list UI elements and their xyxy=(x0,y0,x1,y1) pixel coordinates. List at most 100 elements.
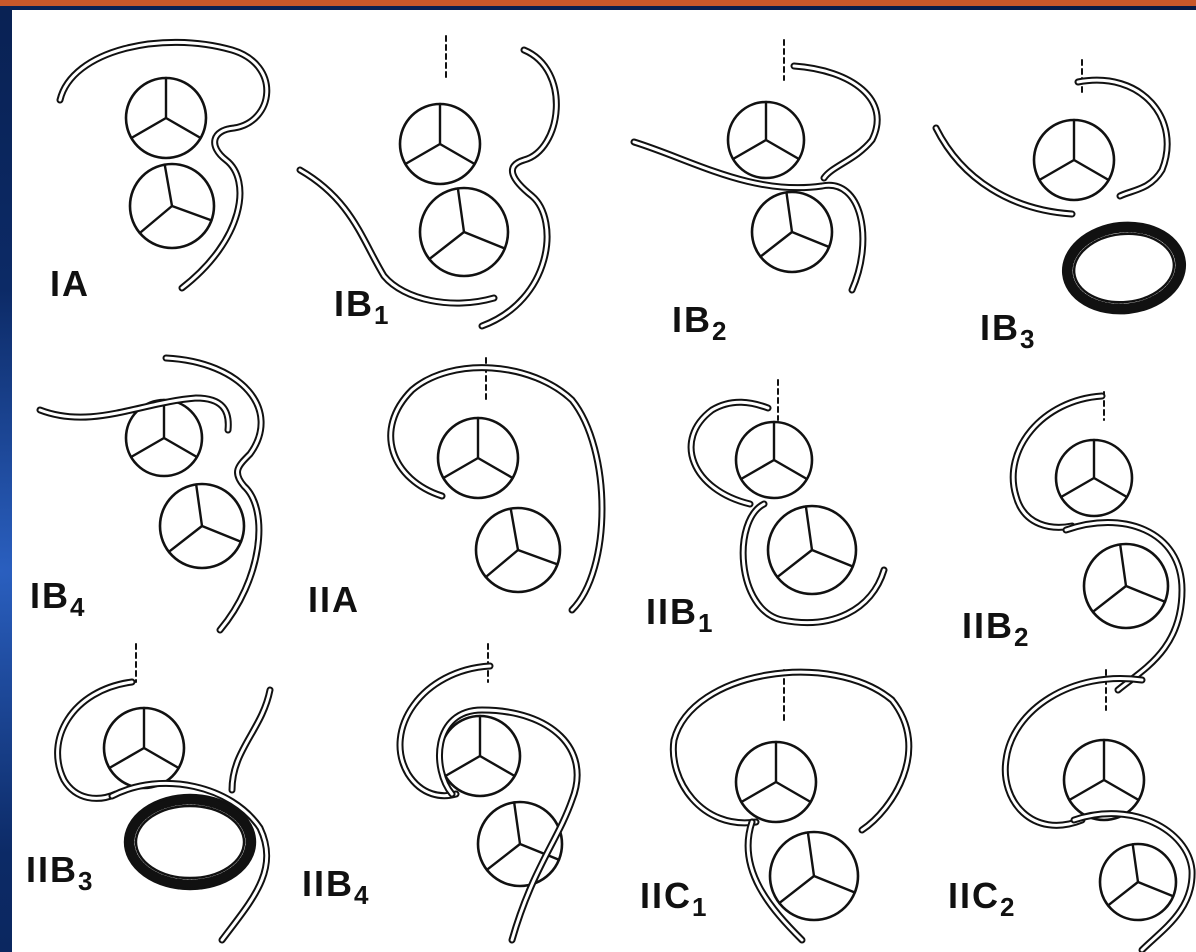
figure-IIB1 xyxy=(691,380,884,623)
iib3-upper-commissure-1 xyxy=(144,748,179,768)
iic1-lower-commissure-2 xyxy=(779,876,814,903)
label-IA: IA xyxy=(50,266,90,308)
iib1-lower-commissure-2 xyxy=(777,550,812,577)
ib2-upper-commissure-1 xyxy=(766,140,799,159)
ib4-lower-commissure-0 xyxy=(196,484,202,526)
iic2-lower-commissure-0 xyxy=(1133,844,1138,882)
ib2-lower-commissure-2 xyxy=(760,232,792,257)
iib3-ring-inner xyxy=(136,806,244,878)
iia-upper-commissure-1 xyxy=(478,458,513,478)
iic2-upper-commissure-1 xyxy=(1104,780,1139,800)
iib4-lower-commissure-2 xyxy=(487,844,520,870)
ia-upper-commissure-1 xyxy=(166,118,201,138)
label-IB3: IB3 xyxy=(980,310,1036,352)
iib1-sheath-b-inner xyxy=(743,504,884,623)
ib2-sheath-a-inner xyxy=(794,66,877,178)
iic2-sheath-a-inner xyxy=(1005,678,1142,825)
ib1-sheath-b-inner xyxy=(300,170,494,303)
iib2-sheath-b-outer xyxy=(1066,523,1182,691)
iib1-upper-commissure-1 xyxy=(774,460,807,479)
iic2-upper-commissure-2 xyxy=(1069,780,1104,800)
iia-lower-commissure-2 xyxy=(486,550,518,577)
figure-IB3 xyxy=(936,60,1189,319)
iib2-sheath-a-inner xyxy=(1013,396,1102,527)
ib2-lower-commissure-0 xyxy=(786,192,792,232)
iic2-lower-commissure-1 xyxy=(1138,882,1173,896)
ib2-lower-commissure-1 xyxy=(792,232,829,247)
ia-lower-commissure-0 xyxy=(165,165,172,206)
iib3-upper-commissure-2 xyxy=(109,748,144,768)
ib1-lower-commissure-2 xyxy=(429,232,464,259)
label-IB2: IB2 xyxy=(672,302,728,344)
top-accent-bar xyxy=(0,0,1196,6)
ib1-upper-commissure-1 xyxy=(440,144,475,164)
iia-lower-commissure-0 xyxy=(511,509,518,550)
figure-IIB2 xyxy=(1013,392,1182,690)
label-IIB4: IIB4 xyxy=(302,866,370,908)
ib3-upper-commissure-1 xyxy=(1074,160,1109,180)
iib1-lower-commissure-1 xyxy=(812,550,853,566)
iib1-sheath-a-inner xyxy=(691,402,768,504)
ia-lower-commissure-2 xyxy=(140,206,172,233)
ib3-ring xyxy=(1059,217,1190,319)
iic1-sheath-b-inner xyxy=(748,822,802,940)
ib4-lower-commissure-1 xyxy=(202,526,241,542)
iic1-lower-commissure-0 xyxy=(808,832,814,876)
iia-upper-commissure-2 xyxy=(443,458,478,478)
iib2-upper-commissure-1 xyxy=(1094,478,1127,497)
figure-IIB4 xyxy=(400,644,577,940)
iib3-ring-hatch xyxy=(130,800,250,884)
label-IIC2: IIC2 xyxy=(948,878,1016,920)
label-IIA: IIA xyxy=(308,582,360,624)
iia-sheath-inner xyxy=(391,368,602,610)
figure-IA xyxy=(60,42,267,288)
ib1-lower-commissure-0 xyxy=(458,188,464,232)
iic1-lower-commissure-1 xyxy=(814,876,855,892)
ia-lower-commissure-1 xyxy=(172,206,211,220)
iib2-lower-commissure-2 xyxy=(1093,586,1126,612)
iic1-upper-commissure-2 xyxy=(741,782,776,802)
ia-upper-commissure-2 xyxy=(131,118,166,138)
iib4-upper-commissure-2 xyxy=(445,756,480,776)
iic1-sheath-a-inner xyxy=(673,672,909,830)
iib4-lower-commissure-0 xyxy=(514,802,520,844)
figure-IIC1 xyxy=(673,670,909,940)
label-IB1: IB1 xyxy=(334,286,390,328)
label-IIB3: IIB3 xyxy=(26,852,94,894)
ib3-sheath-a-inner xyxy=(1078,80,1167,196)
iib3-ring xyxy=(125,795,255,889)
iib2-upper-commissure-2 xyxy=(1061,478,1094,497)
iib3-ring-outer xyxy=(125,795,255,889)
ib1-sheath-a-outer xyxy=(482,50,556,326)
iic2-sheath-a-outer xyxy=(1005,678,1142,825)
valve-diagrams xyxy=(12,10,1196,952)
label-IB4: IB4 xyxy=(30,578,86,620)
iib1-upper-commissure-2 xyxy=(741,460,774,479)
figure-IIC2 xyxy=(1005,670,1192,950)
figure-IB2 xyxy=(634,40,877,290)
label-IIB2: IIB2 xyxy=(962,608,1030,650)
iic1-upper-commissure-1 xyxy=(776,782,811,802)
figure-IIA xyxy=(391,358,602,610)
iib2-lower-commissure-1 xyxy=(1126,586,1165,602)
iia-lower-commissure-1 xyxy=(518,550,557,564)
ib1-upper-commissure-2 xyxy=(405,144,440,164)
ib2-sheath-a-outer xyxy=(794,66,877,178)
iic2-sheath-b-outer xyxy=(1074,814,1192,950)
ib3-upper-commissure-2 xyxy=(1039,160,1074,180)
ib4-upper-commissure-2 xyxy=(131,438,164,457)
ib3-sheath-b-outer xyxy=(936,128,1072,214)
ib2-upper-commissure-2 xyxy=(733,140,766,159)
iib4-upper-commissure-1 xyxy=(480,756,515,776)
diagram-panel: IA IB1 IB2 IB3 IB4 IIA IIB1 IIB2 IIB3 II… xyxy=(12,10,1196,952)
iib2-lower-commissure-0 xyxy=(1120,544,1126,586)
label-IIC1: IIC1 xyxy=(640,878,708,920)
ib3-sheath-b-inner xyxy=(936,128,1072,214)
label-IIB1: IIB1 xyxy=(646,594,714,636)
iib2-sheath-a-outer xyxy=(1013,396,1102,527)
ib4-lower-commissure-2 xyxy=(169,526,202,552)
iic2-lower-commissure-2 xyxy=(1108,882,1138,905)
iib1-lower-commissure-0 xyxy=(806,506,812,550)
ib4-upper-commissure-1 xyxy=(164,438,197,457)
ib1-lower-commissure-1 xyxy=(464,232,505,248)
